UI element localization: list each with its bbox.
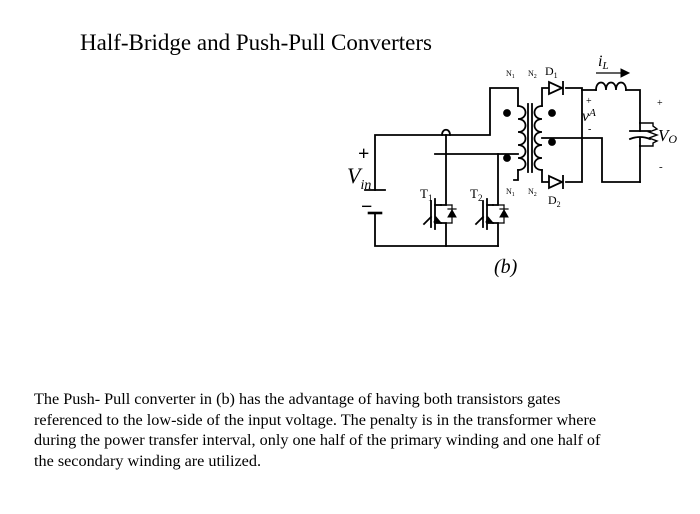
t2-gate-lead [474, 215, 485, 226]
n2-bottom-label: N2 [528, 187, 537, 198]
il-arrow-head [620, 68, 631, 78]
va-plus: + [586, 96, 592, 107]
t1-drain-wire [440, 134, 447, 206]
t2-source-wire [492, 222, 499, 247]
diagram-caption: (b) [494, 256, 518, 278]
t2-diode-triangle [499, 208, 509, 218]
paragraph-line: the secondary winding are utilized. [34, 451, 261, 470]
secondary-top-wire [541, 87, 550, 107]
dot-primary-top [503, 109, 511, 117]
d1-cathode-wire [565, 87, 597, 91]
t2-arrow [485, 216, 495, 224]
vin-plus: + [358, 143, 369, 165]
secondary-coil [533, 105, 543, 171]
vin-label: Vin [347, 163, 371, 193]
t2-drain-wire [492, 153, 499, 206]
d2-label: D2 [548, 193, 561, 209]
paragraph-line: The Push- Pull converter in (b) has the … [34, 390, 561, 408]
t2-label: T2 [470, 186, 482, 203]
dot-secondary-bottom [548, 138, 556, 146]
input-wire-bottom [374, 212, 499, 247]
t1-label: T1 [420, 186, 432, 203]
va-label: vA [582, 107, 596, 125]
paragraph-line: during the power transfer interval, only… [34, 431, 601, 449]
va-minus: - [588, 124, 591, 135]
d1-label: D1 [545, 64, 558, 80]
n1-top-label: N1 [506, 69, 515, 80]
vin-minus: − [361, 196, 372, 218]
load-resistor [639, 122, 659, 147]
t1-gate-lead [422, 215, 433, 226]
t2-diode-wire [497, 204, 505, 224]
t1-arrow [433, 216, 443, 224]
n2-top-label: N2 [528, 69, 537, 80]
vo-minus: - [659, 161, 663, 173]
d1-diode-triangle [548, 80, 565, 96]
t1-diode-wire [445, 204, 453, 224]
dot-primary-bottom [503, 154, 511, 162]
output-inductor [595, 81, 627, 91]
secondary-bottom-wire [541, 169, 550, 183]
t1-source-wire [440, 222, 447, 247]
vo-label: VO [658, 126, 677, 146]
primary-bottom-wire [513, 169, 519, 181]
primary-top-wire [445, 87, 519, 136]
vo-plus: + [657, 98, 663, 109]
n1-bottom-label: N1 [506, 187, 515, 198]
primary-center-tap-wire [441, 128, 451, 136]
description-paragraph: The Push- Pull converter in (b) has the … [34, 389, 674, 471]
output-top-wire [625, 89, 641, 124]
paragraph-line: referenced to the low-side of the input … [34, 410, 597, 429]
d2-cathode-wire [565, 89, 583, 183]
il-label: iL [598, 53, 609, 72]
primary-coil [517, 105, 527, 171]
secondary-center-wire [541, 137, 641, 183]
slide-title: Half-Bridge and Push-Pull Converters [80, 30, 432, 55]
dot-secondary-top [548, 109, 556, 117]
t1-diode-triangle [447, 208, 457, 218]
input-wire-top [374, 134, 447, 191]
d2-diode-triangle [548, 174, 565, 190]
